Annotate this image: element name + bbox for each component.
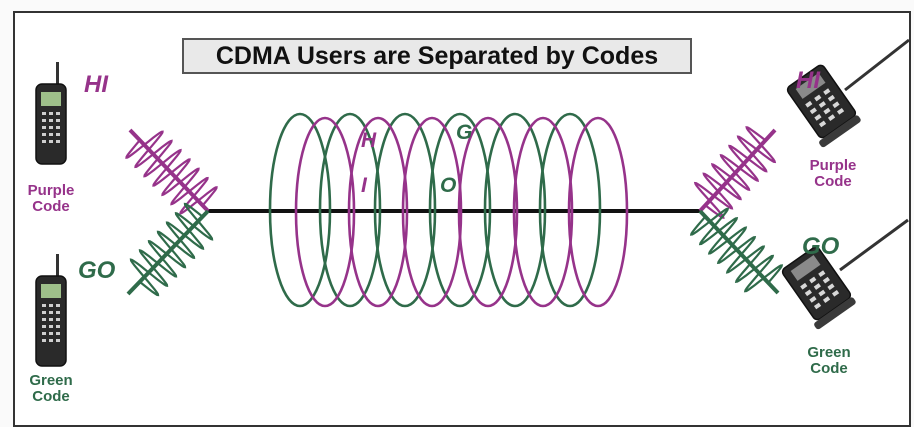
code-label-line1: Green <box>807 344 851 361</box>
spread-spectrum-helix <box>268 112 629 308</box>
channel-letter-green-g: G <box>456 121 473 144</box>
left-green-message: GO <box>78 257 116 284</box>
left-green-coil <box>129 202 214 297</box>
channel-letter-green-o: O <box>440 174 457 197</box>
green-helix-loop-6 <box>538 112 602 308</box>
code-label-line1: Purple <box>809 157 857 174</box>
right-purple-code-label: Purple Code <box>788 158 878 190</box>
diagram-title: CDMA Users are Separated by Codes <box>182 38 692 74</box>
code-label-line2: Code <box>32 197 70 215</box>
purple-helix-loop-3 <box>401 116 463 308</box>
channel-letter-purple-h: H <box>361 129 377 152</box>
flip-phone-icon <box>786 38 910 148</box>
green-helix-loop-5 <box>483 112 547 308</box>
left-green-path <box>126 209 210 296</box>
left-purple-message: HI <box>84 71 108 98</box>
purple-helix-loop-2 <box>347 116 409 308</box>
code-label-line1: Green <box>29 372 73 389</box>
left-green-code-label: Green Code <box>6 373 96 405</box>
flip-phone-icon <box>781 218 909 330</box>
purple-helix-loop-6 <box>567 116 629 308</box>
green-helix-loop-3 <box>373 112 437 308</box>
green-helix-loop-2 <box>318 112 382 308</box>
right-green-coil <box>689 207 784 293</box>
code-label-line2: Code <box>814 172 852 190</box>
code-label-line2: Code <box>32 387 70 405</box>
green-helix-loop-1 <box>268 112 332 308</box>
right-purple-coil <box>693 126 777 219</box>
green-helix-loop-4 <box>428 112 492 308</box>
right-green-message: GO <box>802 233 840 260</box>
cell-phone-icon <box>35 254 67 367</box>
purple-helix-loop-1 <box>294 116 356 308</box>
cell-phone-icon <box>35 62 67 165</box>
left-purple-path <box>128 128 210 213</box>
coil-groups <box>125 126 784 297</box>
right-green-path <box>698 209 780 295</box>
purple-helix-loop-4 <box>457 116 519 308</box>
left-purple-code-label: Purple Code <box>6 183 96 215</box>
code-label-line1: Purple <box>27 182 75 199</box>
right-green-code-label: Green Code <box>784 345 874 377</box>
right-purple-message: HI <box>796 67 820 94</box>
right-purple-path <box>698 128 777 213</box>
channel-letter-purple-i: I <box>361 174 367 197</box>
purple-helix-loop-5 <box>512 116 574 308</box>
code-label-line2: Code <box>810 359 848 377</box>
left-purple-coil <box>125 130 218 215</box>
